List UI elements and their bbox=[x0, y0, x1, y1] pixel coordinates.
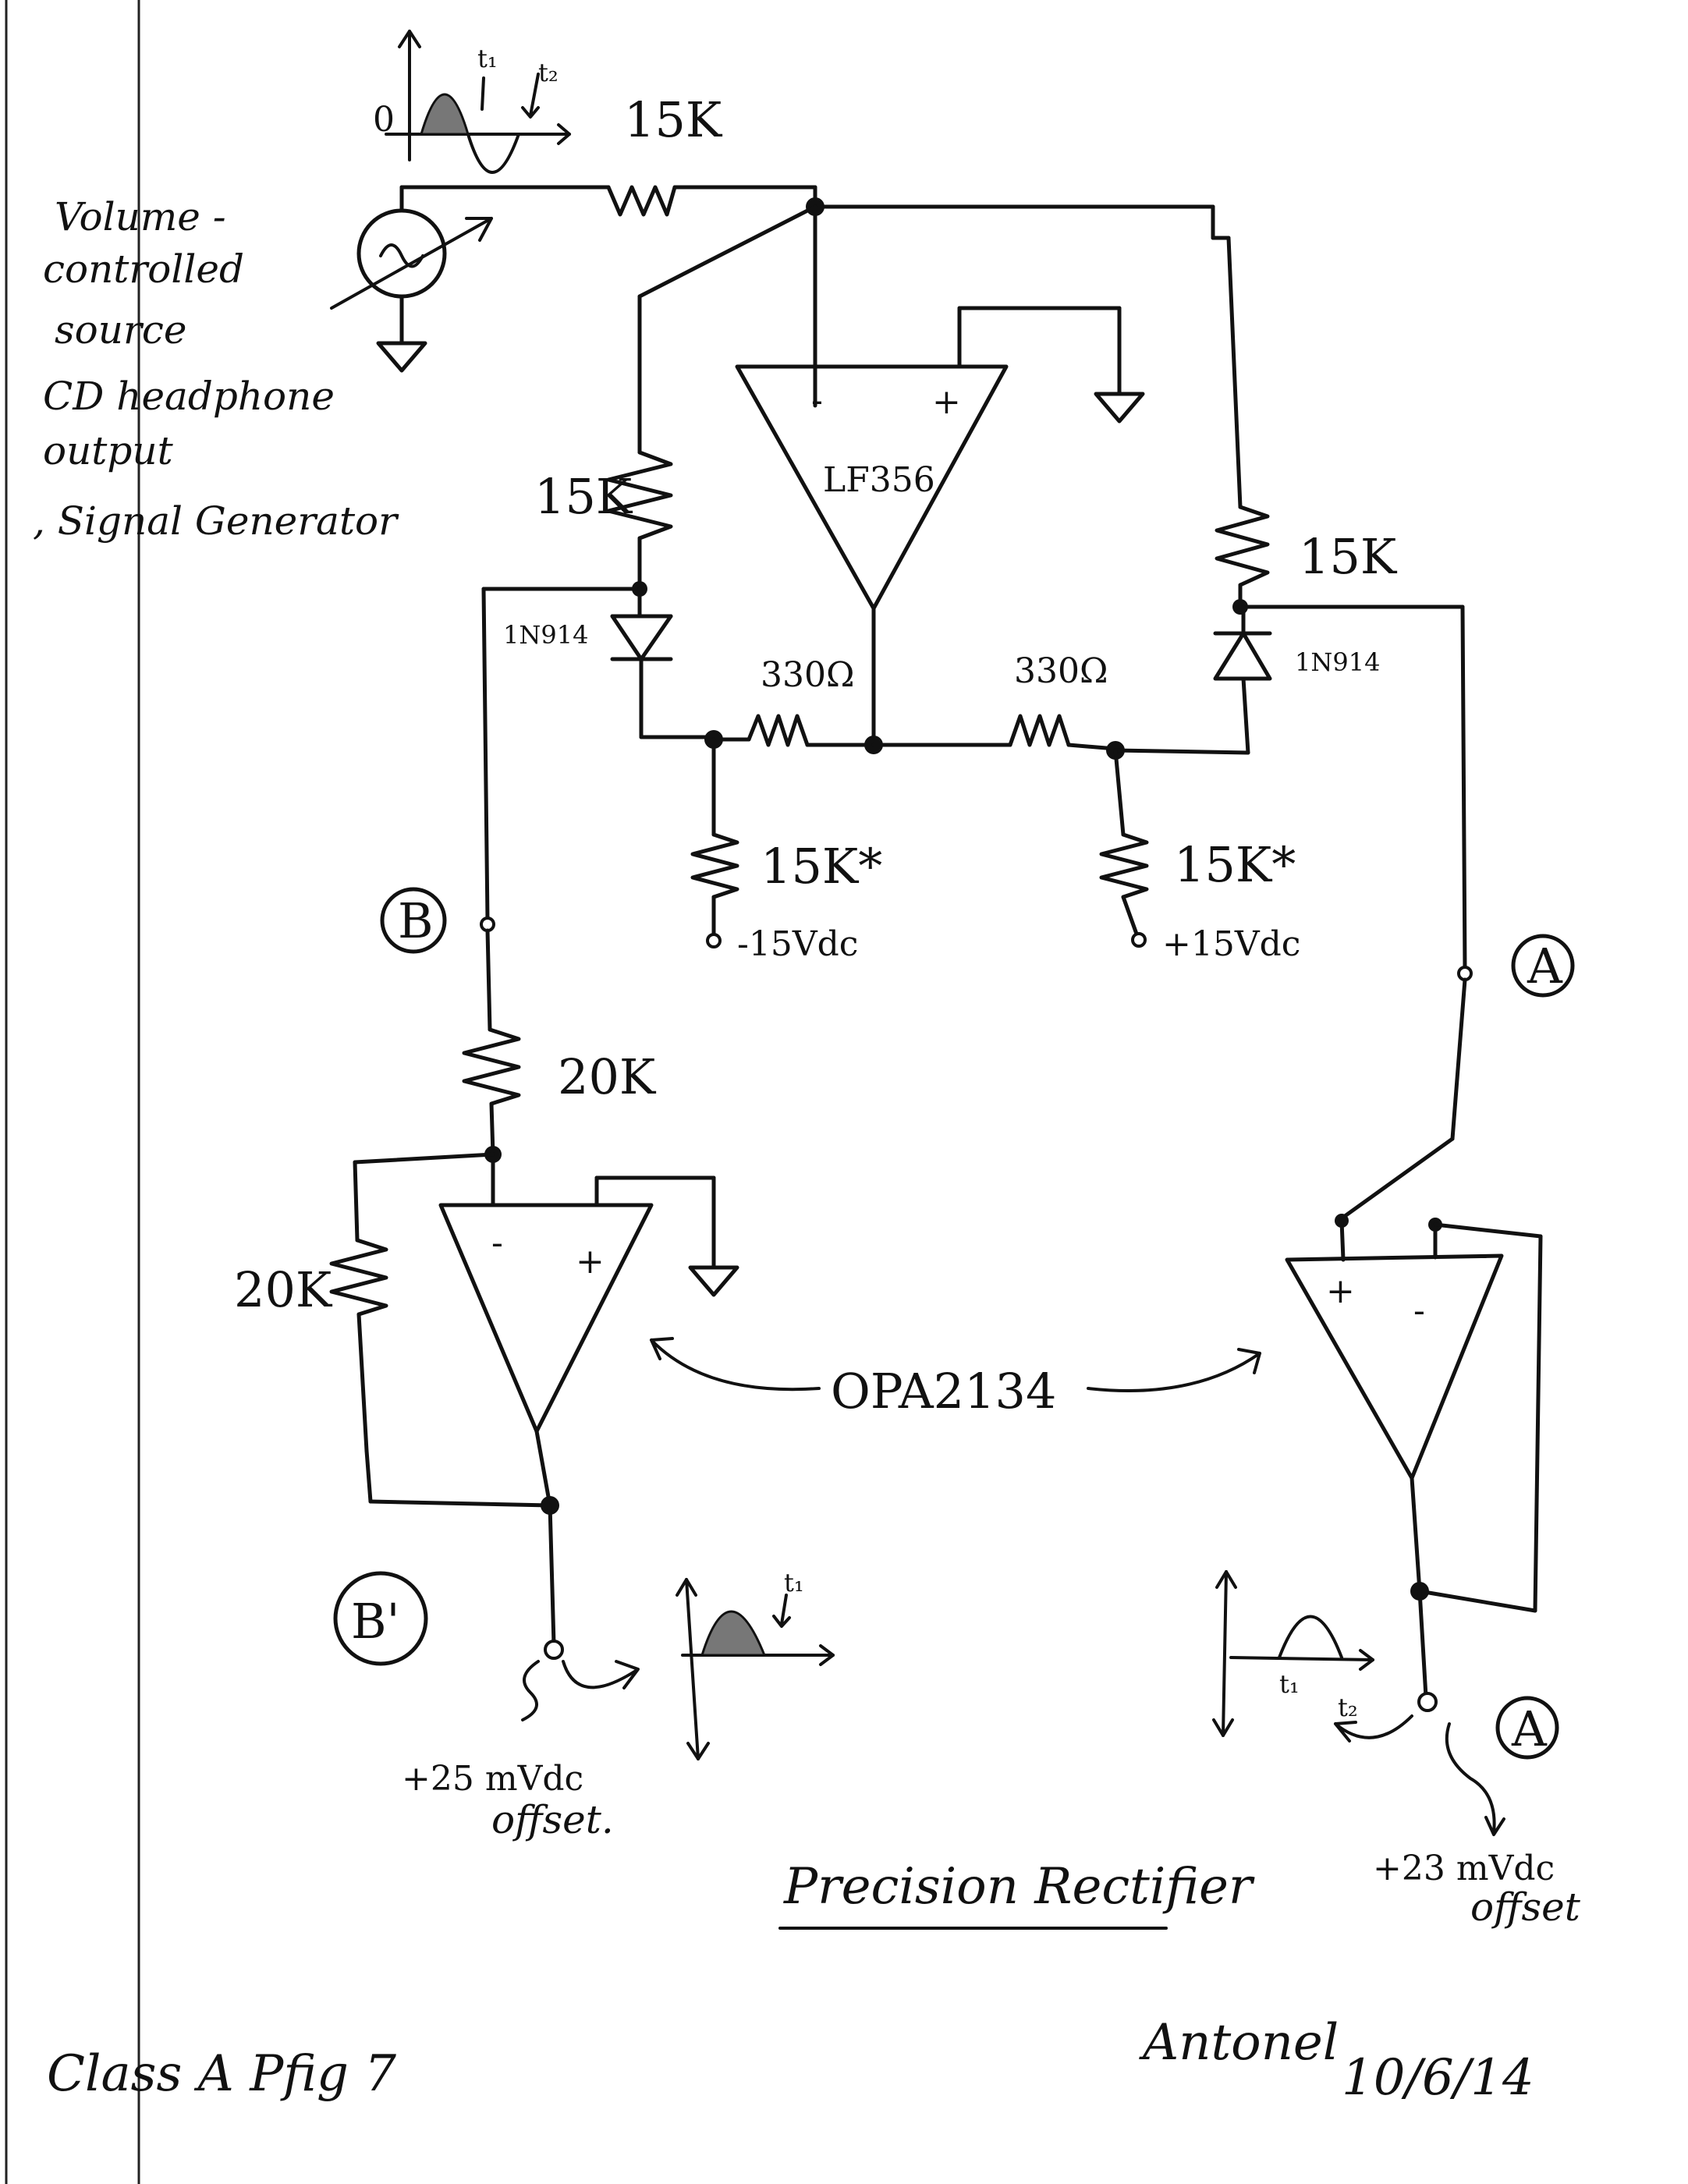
waveform-t1-label: t₁ bbox=[477, 44, 498, 73]
r-pull-right-label: 15K* bbox=[1174, 836, 1296, 893]
node-b-prime-terminal bbox=[544, 1640, 564, 1660]
r-feedback-label: 20K bbox=[234, 1261, 333, 1318]
r-left-330-label: 330Ω bbox=[761, 655, 854, 695]
a-output-waveform-sketch: t₁ t₂ bbox=[1212, 1570, 1374, 1737]
node-b-label-group: B bbox=[380, 887, 447, 954]
ground-icon-left-opamp bbox=[688, 1265, 739, 1297]
r-right-330-label: 330Ω bbox=[1014, 651, 1108, 691]
r-right-label: 15K bbox=[1299, 528, 1398, 585]
node-a-out-label-group: A bbox=[1495, 1696, 1559, 1760]
r-left-label: 15K bbox=[534, 468, 633, 525]
figure-label: Class A Pfig 7 bbox=[47, 2045, 396, 2103]
lf356-name-label: LF356 bbox=[823, 460, 935, 500]
diode-right-label: 1N914 bbox=[1295, 647, 1380, 677]
diode-left-label: 1N914 bbox=[503, 620, 588, 650]
source-notes: Volume - controlled source CD headphone … bbox=[33, 194, 399, 544]
supply-pos-label: +15Vdc bbox=[1162, 924, 1300, 964]
signature: Antonel bbox=[1139, 2014, 1339, 2072]
opamp-left-opa2134: - + bbox=[438, 1203, 654, 1434]
opamp-left-plus-label: + bbox=[576, 1242, 605, 1282]
r-input-label: 15K bbox=[624, 91, 723, 148]
resistor-pull-left-15k: 15K* bbox=[690, 832, 882, 899]
r-pull-left-label: 15K* bbox=[761, 838, 882, 895]
lf356-minus-label: - bbox=[811, 381, 823, 420]
b-output-t1-label: t₁ bbox=[784, 1568, 804, 1597]
waveform-t2-label: t₂ bbox=[538, 58, 559, 87]
node-a-label: A bbox=[1527, 938, 1563, 994]
node-b-prime-label: B' bbox=[351, 1593, 400, 1650]
supply-pos-terminal bbox=[1131, 932, 1147, 948]
source-note-line6: , Signal Generator bbox=[33, 498, 399, 544]
opamp-lf356: - + LF356 bbox=[735, 364, 1009, 611]
a-output-t1-label: t₁ bbox=[1279, 1669, 1300, 1699]
resistor-left-330: 330Ω bbox=[711, 655, 876, 747]
diagram-title: Precision Rectifier bbox=[778, 1858, 1255, 1930]
resistor-right-330: 330Ω bbox=[871, 651, 1118, 751]
source-note-line2: controlled bbox=[43, 246, 244, 292]
r-series-b-label: 20K bbox=[558, 1048, 657, 1105]
b-offset-line2: offset. bbox=[491, 1797, 614, 1842]
a-offset-line1: +23 mVdc bbox=[1373, 1849, 1555, 1888]
ac-source-symbol bbox=[330, 185, 493, 373]
input-waveform-sketch: 0 t₁ t₂ bbox=[373, 30, 571, 174]
node-b-prime-label-group: B' bbox=[333, 1571, 428, 1666]
diode-left-1n914: 1N914 bbox=[503, 614, 673, 661]
source-note-line1: Volume - bbox=[55, 194, 226, 239]
resistor-left-15k: 15K bbox=[534, 450, 673, 541]
node-b-label: B bbox=[398, 892, 434, 949]
b-output-waveform-sketch: t₁ bbox=[676, 1568, 835, 1760]
diode-right-1n914: 1N914 bbox=[1213, 631, 1380, 681]
ground-icon-lf356 bbox=[1094, 392, 1145, 424]
date: 10/6/14 bbox=[1342, 2049, 1534, 2107]
a-offset-line2: offset bbox=[1470, 1884, 1581, 1930]
opamp-right-plus-label: + bbox=[1326, 1271, 1355, 1311]
opamp-right-opa2134: + - bbox=[1285, 1253, 1504, 1480]
resistor-feedback-20k: 20K bbox=[234, 1238, 388, 1318]
resistor-right-15k: 15K bbox=[1215, 505, 1398, 587]
node-a-label-group: A bbox=[1511, 934, 1575, 998]
waveform-zero-label: 0 bbox=[373, 100, 395, 140]
node-a-out-terminal bbox=[1417, 1692, 1438, 1712]
opa2134-callout: OPA2134 bbox=[650, 1337, 1261, 1420]
ground-icon-source bbox=[376, 341, 427, 373]
opa2134-label: OPA2134 bbox=[831, 1363, 1056, 1420]
opamp-right-minus-label: - bbox=[1413, 1291, 1425, 1331]
b-offset-line1: +25 mVdc bbox=[402, 1759, 583, 1799]
supply-neg-label: -15Vdc bbox=[737, 924, 858, 964]
node-a-out-label: A bbox=[1511, 1700, 1548, 1757]
opamp-left-minus-label: - bbox=[491, 1223, 503, 1263]
resistor-pull-right-15k: 15K* bbox=[1099, 832, 1296, 899]
supply-neg-terminal bbox=[706, 933, 722, 948]
resistor-series-20k: 20K bbox=[462, 1027, 657, 1106]
lf356-plus-label: + bbox=[932, 382, 961, 422]
a-output-t2-label: t₂ bbox=[1338, 1693, 1358, 1722]
diagram-title-text: Precision Rectifier bbox=[783, 1858, 1255, 1916]
source-note-line3: source bbox=[55, 307, 186, 353]
source-note-line5: output bbox=[43, 428, 174, 473]
source-note-line4: CD headphone bbox=[43, 374, 335, 419]
input-resistor-15k: 15K bbox=[399, 91, 817, 217]
